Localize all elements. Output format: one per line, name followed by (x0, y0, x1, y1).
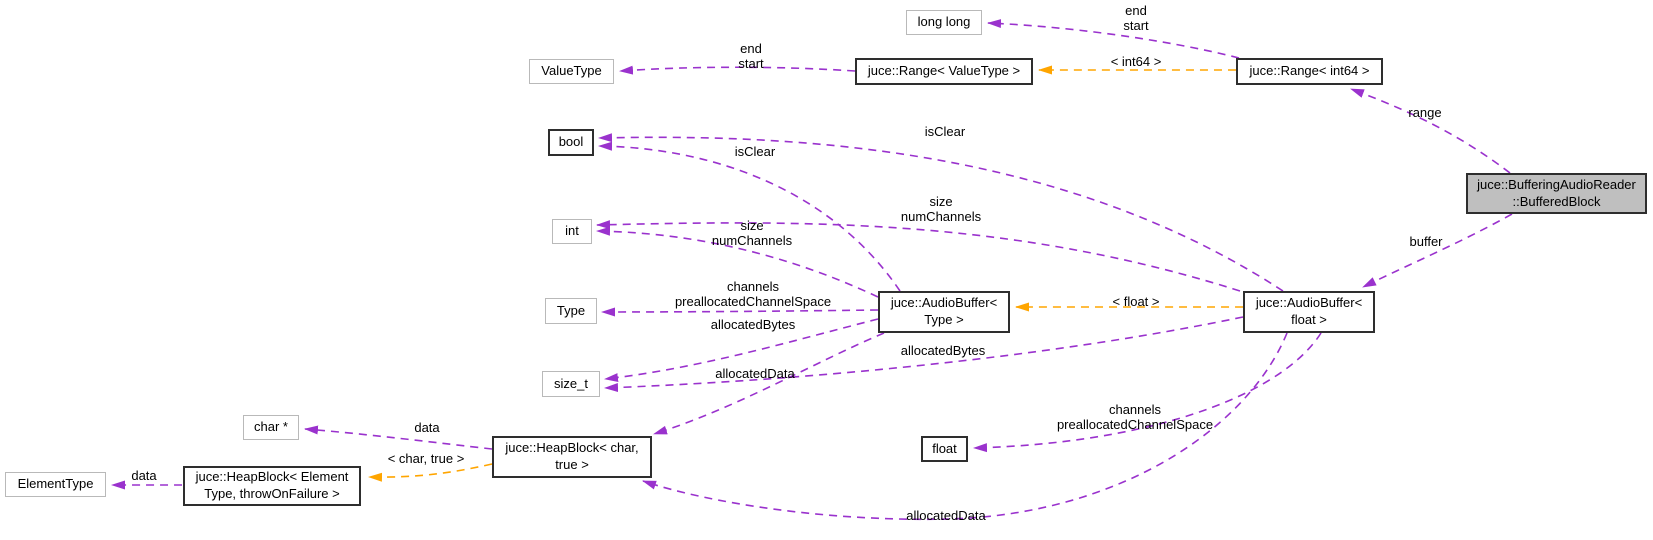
edge-audiobufferfloat-to-sizet (604, 316, 1244, 392)
edge-rangevaluetype-to-valuetype (619, 65, 856, 75)
edge-label-channels-left: channels preallocatedChannelSpace (674, 279, 832, 310)
node-audiobuffer-type[interactable]: juce::AudioBuffer< Type > (878, 291, 1010, 333)
edge-label-allocateddata-bottom: allocatedData (906, 508, 986, 523)
edge-heapblockchar-to-heapblockelement (368, 463, 493, 482)
edge-heapblockchar-to-charptr (304, 425, 493, 450)
edge-label-size-numchannels-right: size numChannels (900, 194, 982, 225)
edge-label-isclear-right: isClear (924, 124, 966, 139)
edge-bufferedblock-to-rangeint64 (1350, 88, 1511, 174)
edge-label-size-numchannels-left: size numChannels (711, 218, 793, 249)
node-range-int64[interactable]: juce::Range< int64 > (1236, 58, 1383, 85)
edge-audiobuffertype-to-sizet (604, 318, 879, 383)
node-char-ptr: char * (243, 415, 299, 440)
node-valuetype: ValueType (529, 59, 614, 84)
node-audiobuffer-float[interactable]: juce::AudioBuffer< float > (1243, 291, 1375, 333)
node-heapblock-char[interactable]: juce::HeapBlock< char, true > (492, 436, 652, 478)
edge-label-isclear-left: isClear (734, 144, 776, 159)
edge-label-end-start-top: end start (1123, 3, 1149, 34)
node-size-t: size_t (542, 371, 600, 397)
edge-label-template-char-true: < char, true > (387, 451, 465, 466)
edge-label-template-float: < float > (1112, 294, 1160, 309)
edge-audiobuffertype-to-int (596, 226, 879, 298)
edge-audiobufferfloat-to-float (973, 332, 1322, 453)
node-int: int (552, 219, 592, 244)
edge-audiobuffertype-to-bool (598, 141, 901, 292)
node-bufferedblock-main: juce::BufferingAudioReader ::BufferedBlo… (1466, 173, 1647, 214)
edge-label-channels-right: channels preallocatedChannelSpace (1056, 402, 1214, 433)
edge-audiobufferfloat-to-int (596, 220, 1241, 292)
edge-label-allocatedbytes-left: allocatedBytes (710, 317, 796, 332)
node-elementtype: ElementType (5, 472, 106, 497)
edge-label-data-char: data (414, 420, 440, 435)
edge-label-allocatedbytes-right: allocatedBytes (900, 343, 986, 358)
edge-label-end-start-left: end start (738, 41, 764, 72)
edge-label-data-element: data (131, 468, 157, 483)
node-float[interactable]: float (921, 436, 968, 462)
edge-label-allocateddata-left: allocatedData (715, 366, 795, 381)
edge-label-buffer: buffer (1409, 234, 1443, 249)
node-heapblock-element[interactable]: juce::HeapBlock< Element Type, throwOnFa… (183, 466, 361, 506)
edge-audiobuffertype-to-type (601, 307, 879, 317)
edge-label-template-int64: < int64 > (1110, 54, 1162, 69)
edge-audiobufferfloat-to-bool (598, 133, 1284, 292)
node-long-long: long long (906, 10, 982, 35)
node-range-valuetype[interactable]: juce::Range< ValueType > (855, 58, 1033, 85)
node-bool[interactable]: bool (548, 129, 594, 156)
edge-rangeint64-to-longlong (987, 19, 1240, 59)
edge-audiobufferfloat-to-heapblockchar (642, 332, 1288, 521)
node-type: Type (545, 298, 597, 324)
edge-label-range: range (1408, 105, 1442, 120)
edge-bufferedblock-to-audiobufferfloat (1362, 213, 1513, 288)
edge-audiobuffertype-to-heapblockchar (653, 332, 885, 435)
